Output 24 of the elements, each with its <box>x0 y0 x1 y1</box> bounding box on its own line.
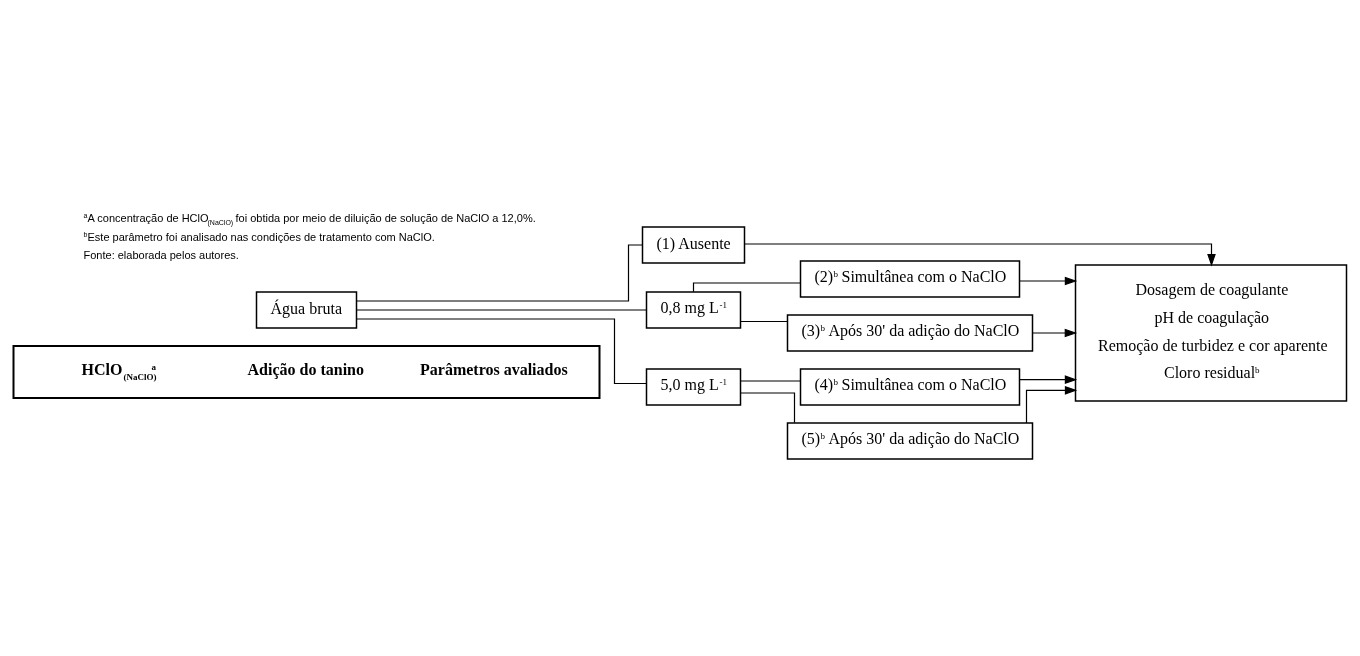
connector <box>740 320 789 322</box>
node-box: (3)$^{b}$ Após 30' da adição do NaClO <box>786 313 1034 352</box>
arrow <box>1018 276 1078 285</box>
connector <box>356 308 647 311</box>
arrow <box>744 242 1216 266</box>
arrow <box>1018 374 1078 384</box>
node-box: (4)$^{b}$ Simultânea com o NaClO <box>799 367 1021 406</box>
arrow <box>1025 385 1078 424</box>
connector <box>692 281 802 292</box>
connector <box>356 317 647 384</box>
node-box: 0,8 mg L$^{-1}$ <box>645 290 742 329</box>
label: $^{b}$Este parâmetro foi analisado nas condições de tratamento com NaClO. <box>83 230 435 243</box>
node-box: Água bruta <box>255 290 358 329</box>
connector <box>740 379 801 382</box>
node-box: Dosagem de coagulante pH de coagulação Remoção de turbidez e cor aparente Cloro residual$^{b}$ <box>1074 263 1348 402</box>
node-box: 5,0 mg L$^{-1}$ <box>645 367 742 406</box>
arrow <box>1032 328 1078 337</box>
label: Fonte: elaborada pelos autores. <box>83 248 239 261</box>
node-box: (5)$^{b}$ Após 30' da adição do NaClO <box>786 421 1034 460</box>
node-box: (1) Ausente <box>641 225 746 264</box>
label: $^{a}$A concentração de HClO$_{(NaClO)}$ foi obtida por meio de diluição de solução de NaClO a 12,0%. <box>83 211 536 226</box>
node-box: (2)$^{b}$ Simultânea com o NaClO <box>799 259 1021 298</box>
connector <box>740 391 796 423</box>
connector <box>356 243 643 302</box>
